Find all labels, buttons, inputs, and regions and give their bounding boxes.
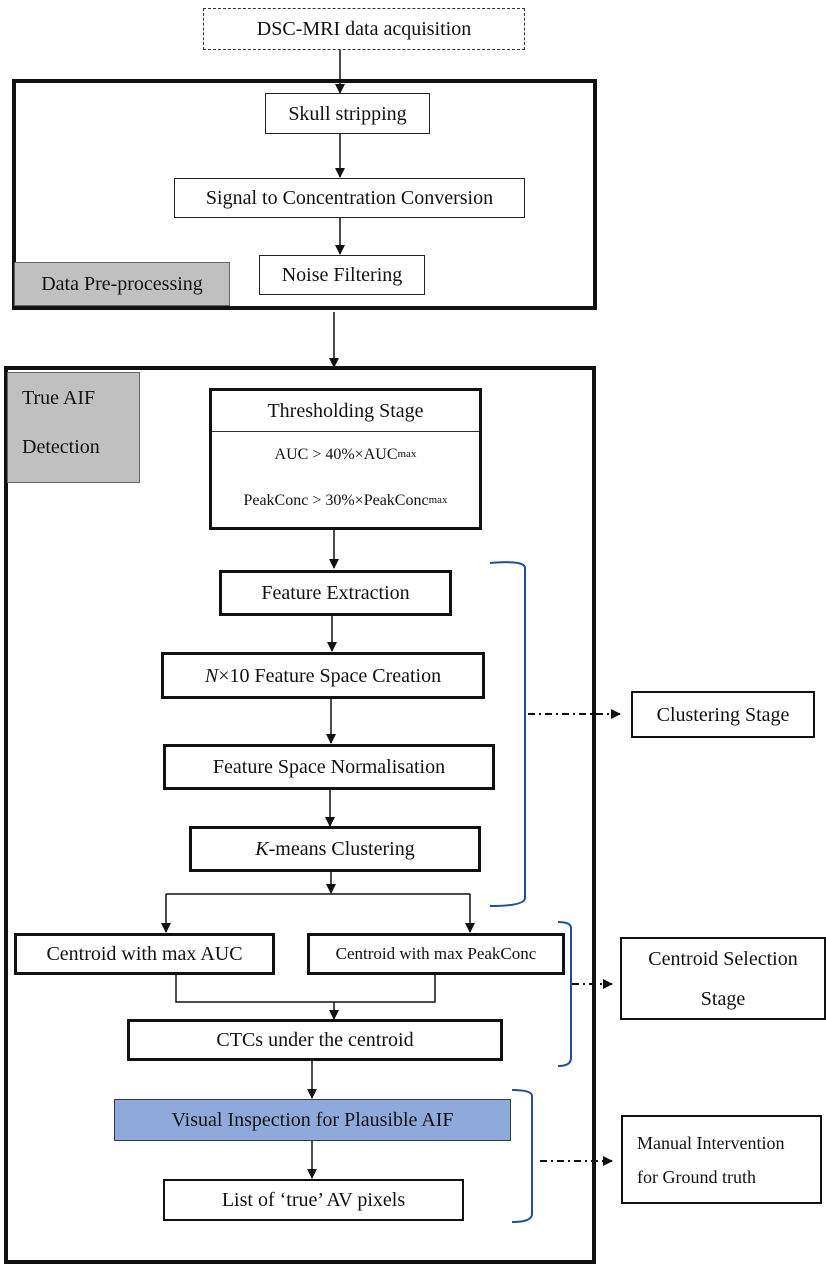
clustering-stage-label: Clustering Stage <box>656 703 790 726</box>
merge-line <box>175 974 436 1003</box>
bracket-clustering <box>489 561 526 907</box>
auc-rule-text: AUC > 40%×AUC <box>274 446 398 464</box>
manual-intervention-stage-box: Manual Intervention for Ground truth <box>621 1115 822 1204</box>
feature-space-creation-box: N×10 Feature Space Creation <box>161 652 485 699</box>
centroid-max-auc-box: Centroid with max AUC <box>14 933 275 975</box>
peakconc-rule-text: PeakConc > 30%×PeakConc <box>243 492 429 510</box>
centroid-stage-line2: Stage <box>700 987 746 1010</box>
kmeans-clustering-box: K-means Clustering <box>189 826 481 872</box>
visual-inspection-box: Visual Inspection for Plausible AIF <box>114 1099 511 1141</box>
feature-normalisation-label: Feature Space Normalisation <box>212 756 446 778</box>
skull-stripping-label: Skull stripping <box>288 102 407 125</box>
centroid-max-peak-label: Centroid with max PeakConc <box>335 944 537 963</box>
feature-extraction-label: Feature Extraction <box>261 582 410 604</box>
centroid-stage-line1: Centroid Selection <box>648 947 798 970</box>
feature-space-rest: ×10 Feature Space Creation <box>218 664 442 687</box>
auc-rule-sub: max <box>397 448 417 461</box>
kmeans-var: K <box>255 838 269 860</box>
centroid-max-auc-label: Centroid with max AUC <box>46 943 243 965</box>
manual-stage-line2: for Ground truth <box>637 1166 756 1187</box>
preprocessing-group-text: Data Pre-processing <box>41 273 203 295</box>
kmeans-rest: -means Clustering <box>268 838 415 860</box>
thresholding-title: Thresholding Stage <box>212 391 479 432</box>
centroid-max-peak-box: Centroid with max PeakConc <box>307 933 565 975</box>
detection-label-line2: Detection <box>22 436 100 458</box>
manual-stage-line1: Manual Intervention <box>637 1132 785 1153</box>
feature-extraction-box: Feature Extraction <box>219 570 452 616</box>
true-av-pixels-label: List of ‘true’ AV pixels <box>221 1189 406 1211</box>
skull-stripping-box: Skull stripping <box>265 93 430 134</box>
data-acquisition-label: DSC-MRI data acquisition <box>256 18 472 40</box>
ctcs-box: CTCs under the centroid <box>127 1019 503 1061</box>
feature-space-creation-label: N×10 Feature Space Creation <box>205 664 441 688</box>
true-av-pixels-box: List of ‘true’ AV pixels <box>163 1179 464 1221</box>
clustering-stage-box: Clustering Stage <box>631 691 815 738</box>
centroid-selection-stage-box: Centroid Selection Stage <box>620 937 826 1020</box>
signal-conversion-box: Signal to Concentration Conversion <box>174 178 525 218</box>
kmeans-label: K-means Clustering <box>255 837 414 861</box>
feature-space-var: N <box>204 664 219 687</box>
data-acquisition-box: DSC-MRI data acquisition <box>203 8 525 50</box>
ctcs-label: CTCs under the centroid <box>216 1029 414 1051</box>
detection-group-label: True AIF Detection <box>7 372 140 483</box>
bracket-centroid <box>557 921 572 1067</box>
noise-filtering-box: Noise Filtering <box>259 255 425 295</box>
preprocessing-group-label: Data Pre-processing <box>14 262 230 306</box>
noise-filtering-label: Noise Filtering <box>281 264 403 286</box>
feature-normalisation-box: Feature Space Normalisation <box>163 744 495 790</box>
detection-group <box>4 366 596 1264</box>
bracket-manual <box>511 1089 533 1223</box>
detection-label-line1: True AIF <box>22 387 96 409</box>
preprocessing-group <box>12 79 597 310</box>
signal-conversion-label: Signal to Concentration Conversion <box>205 187 494 209</box>
peakconc-rule-sub: max <box>428 494 448 507</box>
visual-inspection-label: Visual Inspection for Plausible AIF <box>171 1109 454 1131</box>
